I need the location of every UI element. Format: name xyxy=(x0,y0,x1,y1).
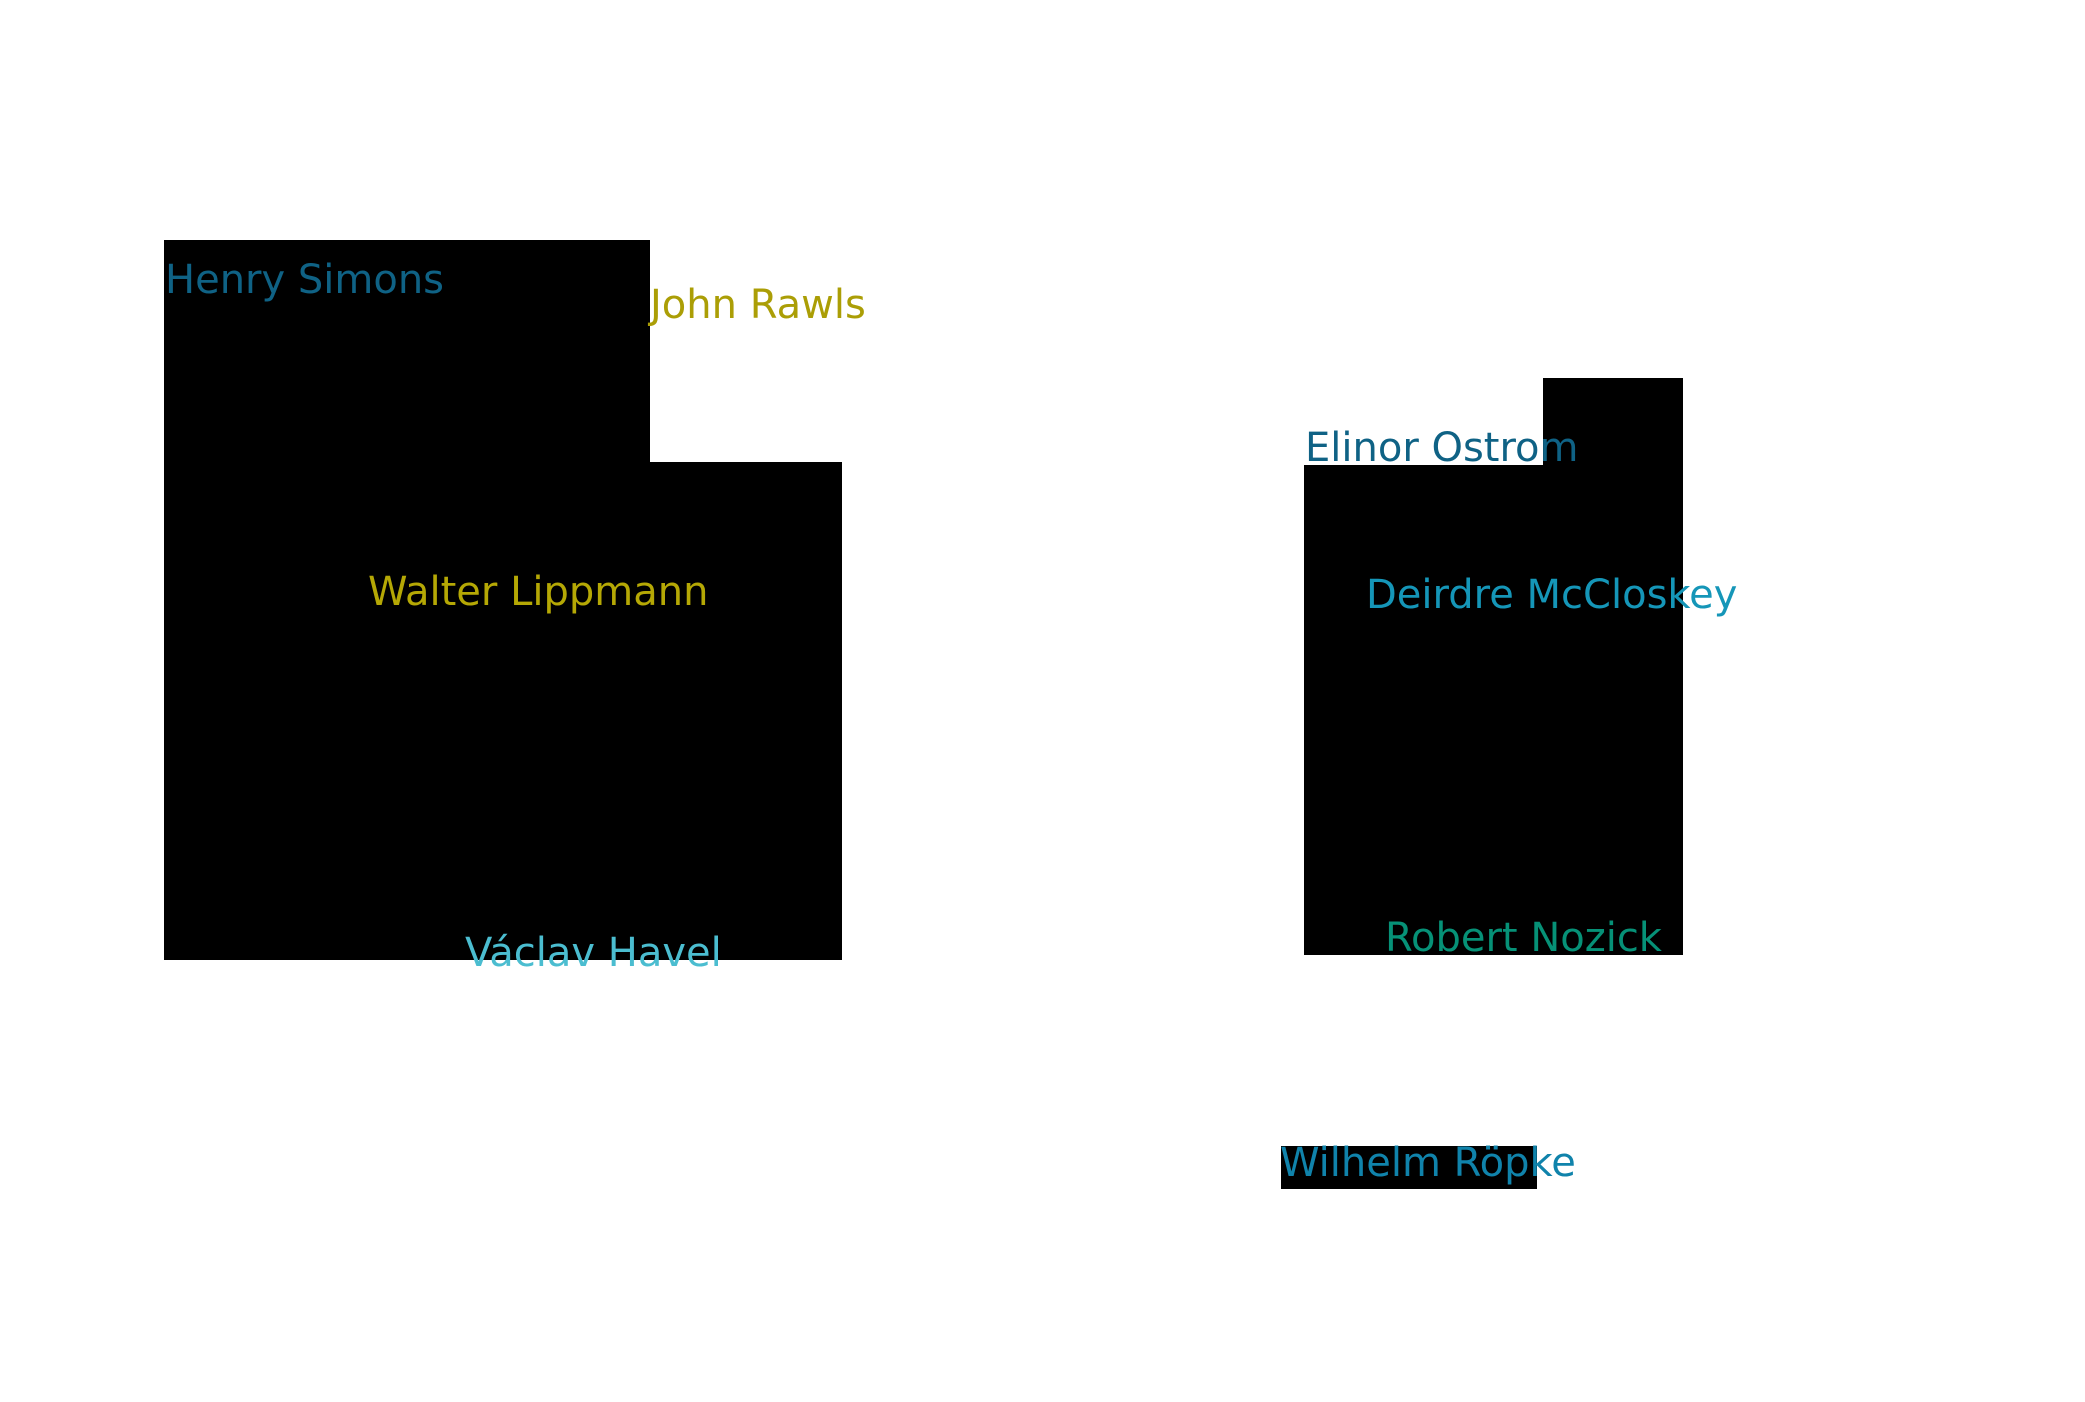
label-walter-lippmann[interactable]: Walter Lippmann xyxy=(368,569,709,615)
label-wilhelm-ropke[interactable]: Wilhelm Röpke xyxy=(1280,1140,1576,1186)
label-deirdre-mccloskey[interactable]: Deirdre McCloskey xyxy=(1366,572,1738,618)
mask-region-right-upper xyxy=(1543,378,1683,466)
label-elinor-ostrom[interactable]: Elinor Ostrom xyxy=(1305,425,1579,471)
mask-region-left-lower xyxy=(164,462,842,960)
mask-region-right-lower xyxy=(1304,465,1683,955)
label-vaclav-havel[interactable]: Václav Havel xyxy=(465,930,722,976)
label-henry-simons[interactable]: Henry Simons xyxy=(165,257,445,303)
mask-region-left-upper xyxy=(164,240,650,463)
label-john-rawls[interactable]: John Rawls xyxy=(650,282,866,328)
mask-region-ropke-bar xyxy=(1281,1146,1537,1189)
label-robert-nozick[interactable]: Robert Nozick xyxy=(1385,915,1662,961)
